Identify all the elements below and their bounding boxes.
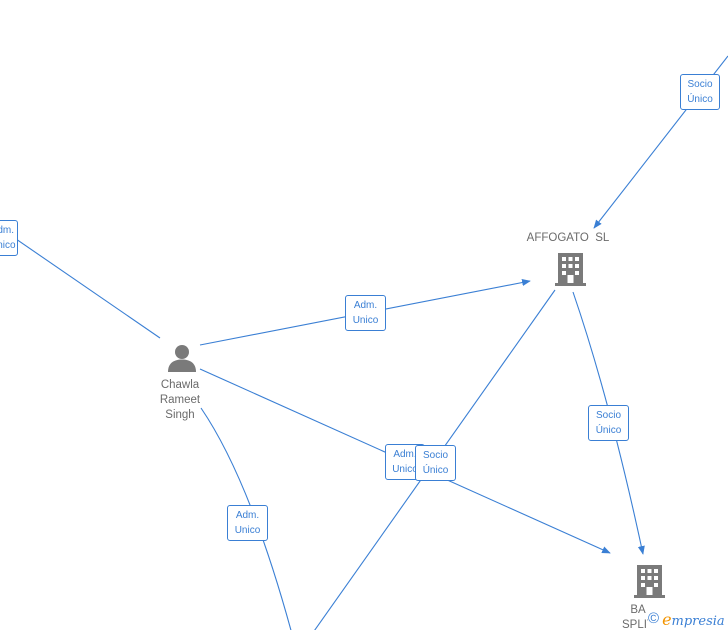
node-label-line: SPLIT [622,619,654,631]
edge-label-affogato-bottom-socio[interactable]: Socio Único [415,445,456,481]
edge-label-line: Unico [392,464,418,475]
edge-label-line: Unico [234,525,261,536]
edge-label-left-adm[interactable]: Adm. Unico [0,220,18,256]
edge-label-chawla-affogato-adm[interactable]: Adm. Unico [345,295,386,331]
node-label-line: Rameet [159,394,201,406]
edge-label-line: Unico [0,240,16,251]
empresia-watermark: © empresia [648,608,728,630]
building-icon[interactable] [555,251,586,287]
node-label-line: BA [630,604,646,616]
edge-label-line: Adm. [0,225,14,236]
edge-chawla-to-bottom [200,407,292,630]
edge-label-line: Adm. [353,300,378,311]
node-label-line: Singh [165,409,195,421]
person-icon[interactable] [167,344,197,372]
empresia-logo-initial: e [662,609,672,629]
edge-label-line: Unico [352,315,379,326]
building-icon[interactable] [634,563,665,599]
edge-left-to-chawla [0,227,161,339]
node-label-ba-split[interactable]: BA SPLIT [598,603,678,633]
edge-label-top-socio[interactable]: Socio Único [680,74,720,110]
copyright-icon: © [648,610,660,627]
edge-label-line: Único [687,94,713,105]
empresia-logo-rest: mpresia [671,613,725,629]
edge-label-line: Adm. [235,510,260,521]
edge-label-line: Socio [595,410,621,421]
edge-label-line: Socio [422,450,448,461]
node-label-line: Chawla [160,379,200,391]
edge-label-chawla-bottom-adm[interactable]: Adm. Unico [227,505,268,541]
node-label-chawla[interactable]: Chawla Rameet Singh [140,378,220,423]
edge-label-line: Único [595,425,622,436]
edge-label-line: Adm. [393,449,417,460]
edge-label-affogato-ba-socio[interactable]: Socio Único [588,405,629,441]
node-label-affogato[interactable]: AFFOGATO SL [526,232,610,244]
edge-label-line: Socio [687,79,713,90]
edge-label-line: Único [422,465,449,476]
empresia-logo: empresia [662,610,725,629]
